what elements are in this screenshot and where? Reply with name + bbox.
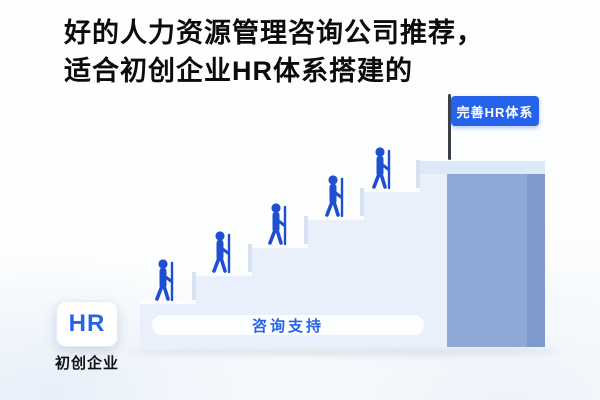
support-band — [152, 315, 424, 335]
climber-figure — [270, 203, 285, 244]
goal-flag-label: 完善HR体系 — [451, 96, 539, 126]
riser-shading — [192, 160, 420, 300]
flag-pole — [448, 94, 451, 160]
platform-top — [420, 158, 545, 174]
pillar-side-shade — [527, 172, 545, 347]
floor-shadow — [130, 347, 560, 356]
climber-figure — [157, 259, 172, 300]
startup-name-label: 初创企业 — [54, 355, 119, 372]
staircase-shape — [140, 160, 545, 347]
climber-figure — [327, 175, 342, 216]
page-title: 好的人力资源管理咨询公司推荐， 适合初创企业HR体系搭建的 — [64, 14, 484, 90]
step-highlights — [140, 158, 545, 304]
climber-figure — [214, 231, 229, 272]
climber-figure — [374, 147, 389, 188]
title-line-2: 适合初创企业HR体系搭建的 — [64, 56, 413, 86]
support-label: 咨询支持 — [251, 318, 324, 335]
title-line-1: 好的人力资源管理咨询公司推荐， — [64, 18, 484, 48]
hr-logo-badge: HR — [56, 301, 118, 347]
